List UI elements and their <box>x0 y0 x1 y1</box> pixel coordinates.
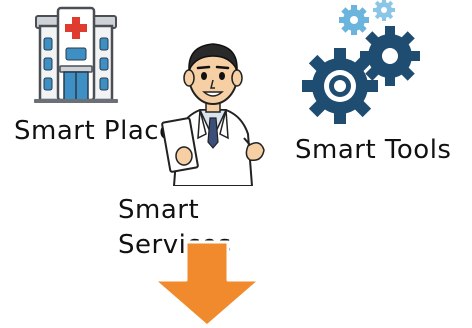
doctor-illustration <box>161 43 265 186</box>
smart-services-line1: Smart <box>118 195 200 225</box>
smart-tools-label: Smart Tools <box>295 135 452 165</box>
gears-icon <box>302 0 420 124</box>
smart-places-label: Smart Places <box>14 116 190 146</box>
hospital-building-icon <box>34 6 118 103</box>
down-arrow-icon <box>152 240 262 328</box>
